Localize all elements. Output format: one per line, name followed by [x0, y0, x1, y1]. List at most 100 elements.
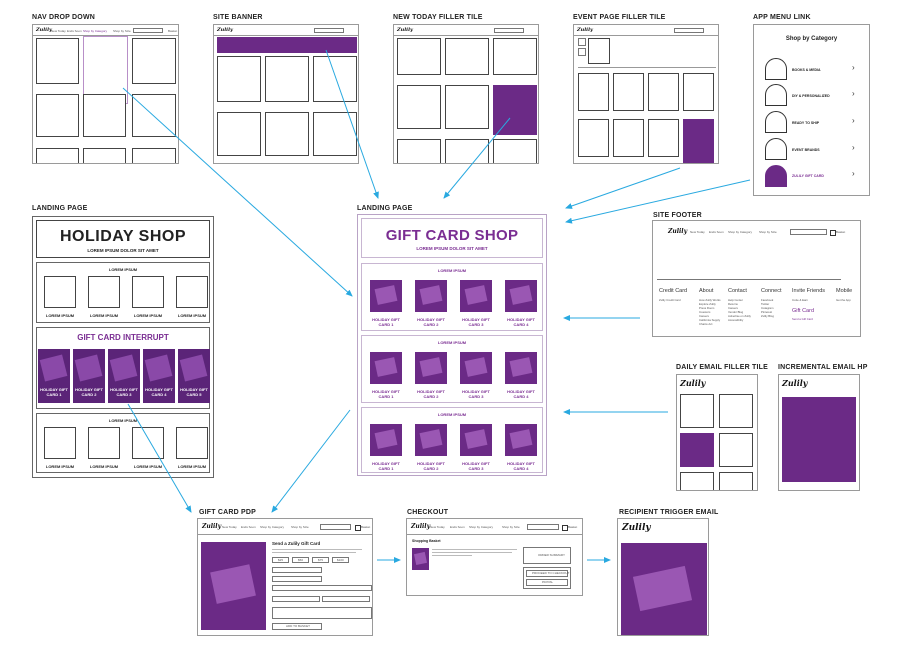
product-tile[interactable]: [83, 148, 126, 163]
footer-link[interactable]: California Supply: [699, 318, 721, 322]
gift-card-tile[interactable]: [460, 352, 492, 384]
product-tile[interactable]: [397, 38, 441, 75]
amount-option[interactable]: [312, 557, 329, 563]
nav-link[interactable]: New Today: [222, 525, 237, 529]
product-tile[interactable]: [44, 427, 76, 459]
product-tile[interactable]: [613, 119, 644, 157]
product-tile[interactable]: [176, 276, 208, 308]
footer-link[interactable]: Careers: [699, 314, 709, 318]
footer-col-about[interactable]: About: [699, 288, 714, 294]
footer-link[interactable]: Get the App: [836, 298, 851, 302]
app-menu-item[interactable]: BOOKS & MEDIA: [792, 68, 821, 72]
footer-link[interactable]: Returns: [728, 302, 738, 306]
amount-option[interactable]: [292, 557, 309, 563]
recipient-name-field[interactable]: [272, 576, 322, 582]
email-tile[interactable]: [680, 472, 714, 490]
product-tile[interactable]: [83, 94, 126, 137]
footer-col-connect[interactable]: Connect: [761, 288, 782, 294]
footer-link[interactable]: How Zulily Works: [699, 298, 721, 302]
nav-link-active[interactable]: Shop by Category: [83, 29, 108, 33]
product-tile[interactable]: [36, 94, 79, 137]
email-tile[interactable]: [719, 472, 753, 490]
basket-icon[interactable]: [830, 230, 836, 236]
product-tile[interactable]: [613, 73, 644, 111]
nav-link[interactable]: Ends Soon: [450, 525, 465, 529]
filler-tile[interactable]: [683, 119, 714, 163]
proceed-to-checkout-button[interactable]: [526, 570, 568, 577]
product-tile[interactable]: [217, 112, 261, 156]
nav-link[interactable]: Shop by Category: [469, 525, 494, 529]
search-input[interactable]: [527, 524, 559, 530]
search-input[interactable]: [790, 229, 827, 235]
gift-card-tile[interactable]: [505, 280, 537, 312]
product-tile[interactable]: [397, 85, 441, 129]
dropdown-menu[interactable]: [83, 36, 128, 104]
basket-link[interactable]: Basket: [836, 230, 846, 234]
footer-col-contact[interactable]: Contact: [728, 288, 747, 294]
product-tile[interactable]: [578, 73, 609, 111]
gift-card-tile[interactable]: [505, 424, 537, 456]
product-tile[interactable]: [132, 148, 176, 163]
product-tile[interactable]: [313, 112, 357, 156]
nav-link[interactable]: New Today: [690, 230, 705, 234]
product-tile[interactable]: [176, 427, 208, 459]
product-tile[interactable]: [493, 38, 537, 75]
personal-message-field[interactable]: [272, 607, 372, 619]
amount-option[interactable]: [272, 557, 289, 563]
product-tile[interactable]: [44, 276, 76, 308]
email-tile[interactable]: [719, 394, 753, 428]
gift-card-tile[interactable]: [370, 280, 402, 312]
paypal-button[interactable]: [526, 579, 568, 586]
product-tile[interactable]: [445, 85, 489, 129]
footer-col-mobile[interactable]: Mobile: [836, 288, 853, 294]
product-tile[interactable]: [445, 139, 489, 163]
footer-col-invite-friends[interactable]: Invite Friends: [792, 288, 826, 294]
search-input[interactable]: [494, 28, 524, 33]
app-menu-item[interactable]: DIY & PERSONALIZED: [792, 94, 830, 98]
gift-card-tile[interactable]: [370, 424, 402, 456]
product-tile[interactable]: [36, 148, 79, 163]
product-tile[interactable]: [445, 38, 489, 75]
email-tile[interactable]: [680, 394, 714, 428]
search-input[interactable]: [314, 28, 344, 33]
holiday-gift-card-tile[interactable]: HOLIDAY GIFT CARD 3: [108, 349, 140, 403]
nav-link[interactable]: Shop by Size: [291, 525, 309, 529]
app-menu-item-gift-card[interactable]: ZULILY GIFT CARD: [792, 174, 824, 178]
product-tile[interactable]: [88, 427, 120, 459]
nav-link[interactable]: New Today: [430, 525, 445, 529]
product-tile[interactable]: [493, 139, 537, 163]
basket-link[interactable]: Basket: [568, 525, 578, 529]
footer-link[interactable]: Explore Zulily: [699, 302, 716, 306]
footer-link[interactable]: Investors: [699, 310, 711, 314]
gift-card-tile[interactable]: [460, 424, 492, 456]
footer-link[interactable]: Zulily Credit Card: [659, 298, 681, 302]
filler-tile[interactable]: [680, 433, 714, 467]
footer-link[interactable]: Pinterest: [761, 310, 773, 314]
footer-link[interactable]: Zulily Blog: [761, 314, 774, 318]
search-input[interactable]: [133, 28, 163, 33]
nav-link[interactable]: Ends Soon: [241, 525, 256, 529]
footer-link[interactable]: Chains Act: [699, 322, 713, 326]
footer-link[interactable]: Advertise on Zulily: [728, 314, 751, 318]
product-tile[interactable]: [397, 139, 441, 163]
product-tile[interactable]: [132, 427, 164, 459]
footer-link[interactable]: Careers: [728, 306, 738, 310]
footer-link[interactable]: Accessibility: [728, 318, 744, 322]
gift-card-tile[interactable]: [370, 352, 402, 384]
message-field[interactable]: [272, 585, 372, 591]
email-hero-banner[interactable]: [782, 397, 856, 482]
sender-name-field[interactable]: [272, 596, 320, 602]
nav-link[interactable]: Shop by Size: [759, 230, 777, 234]
app-menu-item[interactable]: EVENT BRANDS: [792, 148, 820, 152]
product-tile[interactable]: [265, 112, 309, 156]
footer-link[interactable]: Help Center: [728, 298, 743, 302]
product-tile[interactable]: [36, 38, 79, 84]
product-tile[interactable]: [132, 276, 164, 308]
site-banner[interactable]: [217, 37, 357, 53]
basket-icon[interactable]: [355, 525, 361, 531]
nav-link[interactable]: Shop by Size: [502, 525, 520, 529]
footer-link[interactable]: Instagram: [761, 306, 774, 310]
gift-card-tile[interactable]: [505, 352, 537, 384]
product-tile[interactable]: [88, 276, 120, 308]
filler-tile[interactable]: [493, 85, 537, 135]
